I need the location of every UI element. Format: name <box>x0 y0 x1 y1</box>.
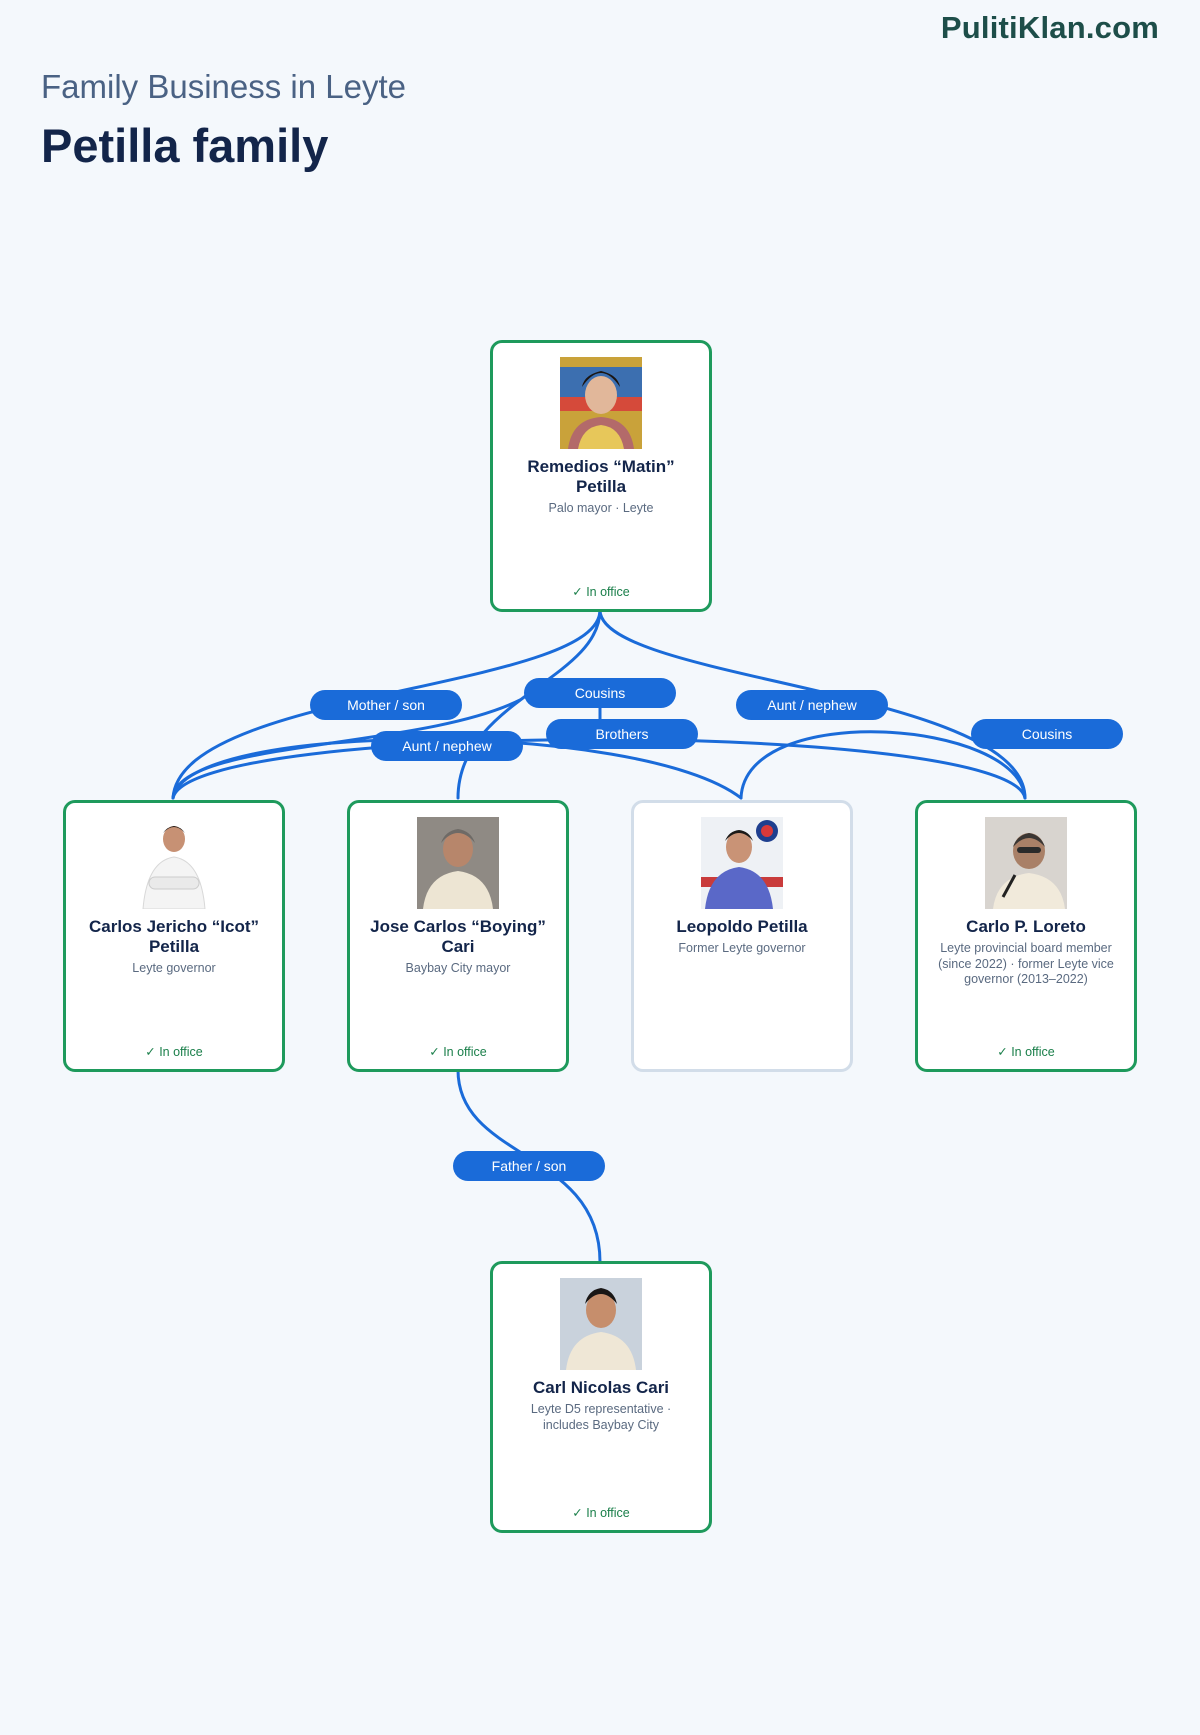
status-in-office: ✓ In office <box>145 1045 203 1059</box>
link-leopoldo-loreto <box>739 730 1027 800</box>
person-name: Carlo P. Loreto <box>966 917 1086 936</box>
person-role: Baybay City mayor <box>405 961 511 975</box>
person-name: Leopoldo Petilla <box>676 917 808 936</box>
person-role: Former Leyte governor <box>678 941 806 955</box>
status-in-office: ✓ In office <box>429 1045 487 1059</box>
person-name: Carlos Jericho “Icot” Petilla <box>88 917 260 956</box>
person-role: Palo mayor · Leyte <box>548 501 654 515</box>
person-photo <box>560 357 642 449</box>
person-photo <box>985 817 1067 909</box>
person-photo <box>133 817 215 909</box>
relation-pill-cousins: Cousins <box>971 719 1123 749</box>
relation-pill-aunt-nephew: Aunt / nephew <box>371 731 523 761</box>
person-photo <box>560 1278 642 1370</box>
person-photo <box>417 817 499 909</box>
relation-pill-cousins: Cousins <box>524 678 676 708</box>
person-role: Leyte D5 representative · includes Bayba… <box>530 1402 672 1432</box>
person-name: Carl Nicolas Cari <box>532 1378 670 1397</box>
site-brand[interactable]: PulitiKlan.com <box>940 10 1159 45</box>
page-title: Petilla family <box>41 119 329 172</box>
relation-pill-mother-son: Mother / son <box>310 690 462 720</box>
status-in-office: ✓ In office <box>572 1506 630 1520</box>
person-card-carl-nicolas-cari[interactable]: Carl Nicolas Cari Leyte D5 representativ… <box>490 1261 712 1533</box>
person-card-jose-carlos-cari[interactable]: Jose Carlos “Boying” Cari Baybay City ma… <box>347 800 569 1072</box>
status-in-office: ✓ In office <box>997 1045 1055 1059</box>
person-card-carlos-jericho-petilla[interactable]: Carlos Jericho “Icot” Petilla Leyte gove… <box>63 800 285 1072</box>
person-card-remedios-petilla[interactable]: Remedios “Matin” Petilla Palo mayor · Le… <box>490 340 712 612</box>
relation-pill-brothers: Brothers <box>546 719 698 749</box>
person-card-carlo-loreto[interactable]: Carlo P. Loreto Leyte provincial board m… <box>915 800 1137 1072</box>
link-remedios-loreto <box>598 608 1027 800</box>
person-photo <box>701 817 783 909</box>
relation-pill-aunt-nephew: Aunt / nephew <box>736 690 888 720</box>
person-card-leopoldo-petilla[interactable]: Leopoldo Petilla Former Leyte governor <box>631 800 853 1072</box>
person-name: Remedios “Matin” Petilla <box>527 457 675 496</box>
person-role: Leyte provincial board member (since 202… <box>938 941 1114 986</box>
relation-pill-father-son: Father / son <box>453 1151 605 1181</box>
person-role: Leyte governor <box>132 961 216 975</box>
page-kicker: Family Business in Leyte <box>41 68 406 105</box>
status-in-office: ✓ In office <box>572 585 630 599</box>
person-name: Jose Carlos “Boying” Cari <box>370 917 546 956</box>
